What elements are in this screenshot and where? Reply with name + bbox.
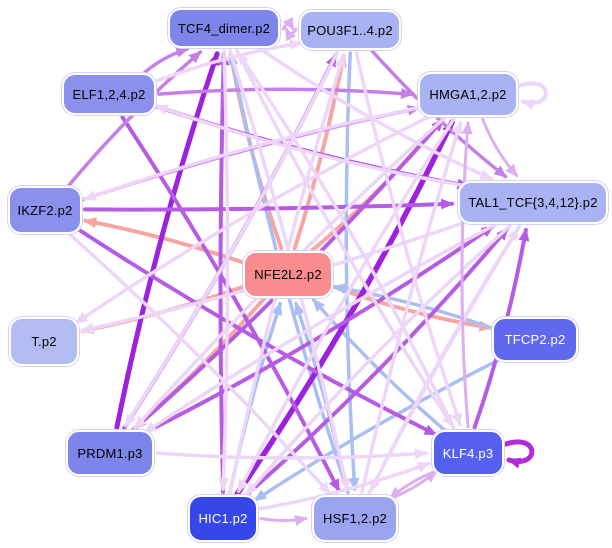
node-label: HSF1,2.p2 bbox=[323, 511, 387, 526]
edge-prdm-tcf4 bbox=[114, 51, 220, 430]
edge-ikzf-klf4 bbox=[73, 225, 438, 437]
edge-elf-hmga bbox=[157, 87, 414, 99]
node-hmga1-2[interactable]: HMGA1,2.p2 bbox=[418, 72, 518, 117]
edge-tal1-prdm bbox=[143, 222, 499, 435]
self-loop-hmga bbox=[518, 81, 548, 110]
edge-ikzf-tcf4 bbox=[65, 50, 203, 190]
node-label: T.p2 bbox=[31, 334, 57, 349]
edge-tfcp-nfe bbox=[332, 283, 496, 331]
edge-pou-prdm bbox=[123, 50, 340, 428]
edge-pou-klf4 bbox=[354, 51, 462, 427]
edge-tcf4-klf4 bbox=[235, 48, 455, 428]
edge-prdm-klf4 bbox=[155, 448, 428, 460]
edge-elf-tcf4 bbox=[139, 47, 190, 78]
node-label: HIC1.p2 bbox=[198, 511, 248, 526]
edge-hsf-hmga bbox=[360, 120, 463, 495]
node-label: PRDM1.p3 bbox=[77, 445, 143, 461]
node-label: HMGA1,2.p2 bbox=[429, 87, 507, 102]
node-pou3f1-4[interactable]: POU3F1..4.p2 bbox=[299, 10, 401, 50]
edge-ikzf-tal1 bbox=[83, 198, 455, 212]
edge-elf-pou bbox=[151, 39, 303, 85]
node-label: TCF4_dimer.p2 bbox=[177, 20, 271, 36]
node-tal1-tcf[interactable]: TAL1_TCF{3,4,12}.p2 bbox=[458, 181, 608, 224]
edge-hic1-hsf bbox=[259, 515, 308, 526]
edge-hmga-t bbox=[74, 112, 436, 325]
node-tfcp2[interactable]: TFCP2.p2 bbox=[492, 317, 578, 362]
edge-pou-hsf bbox=[344, 51, 360, 491]
node-ikzf2[interactable]: IKZF2.p2 bbox=[8, 186, 82, 234]
node-label: TFCP2.p2 bbox=[504, 332, 566, 347]
node-t[interactable]: T.p2 bbox=[9, 317, 79, 366]
node-klf4[interactable]: KLF4.p3 bbox=[432, 430, 504, 476]
node-label: POU3F1..4.p2 bbox=[307, 22, 393, 38]
node-tcf4-dimer[interactable]: TCF4_dimer.p2 bbox=[168, 8, 280, 48]
node-hic1[interactable]: HIC1.p2 bbox=[188, 495, 258, 542]
edge-pou-tcf4 bbox=[284, 27, 298, 42]
node-label: NFE2L2.p2 bbox=[254, 267, 322, 282]
node-prdm1[interactable]: PRDM1.p3 bbox=[66, 430, 154, 476]
node-label: ELF1,2,4.p2 bbox=[72, 86, 146, 102]
self-loop-klf4 bbox=[503, 439, 535, 469]
edge-hic1-hmga bbox=[234, 119, 455, 497]
edge-hmga-ikzf bbox=[83, 105, 424, 201]
node-elf1-2-4[interactable]: ELF1,2,4.p2 bbox=[62, 73, 156, 115]
edge-elf-hsf bbox=[120, 115, 341, 493]
edge-hic1-tal1 bbox=[242, 226, 510, 499]
node-hsf1-2[interactable]: HSF1,2.p2 bbox=[312, 495, 398, 542]
edge-hsf-tal1 bbox=[367, 227, 520, 496]
edge-hmga-hic1 bbox=[236, 117, 456, 494]
node-label: IKZF2.p2 bbox=[17, 202, 73, 218]
edge-klf4-hmga bbox=[460, 121, 473, 429]
node-label: KLF4.p3 bbox=[442, 445, 494, 461]
edge-hmga-tal1 bbox=[481, 117, 519, 178]
edge-tcf4-hic1 bbox=[218, 49, 230, 491]
edge-tcf4-pou bbox=[281, 16, 295, 31]
edge-hic1-klf4 bbox=[256, 461, 431, 511]
node-nfe2l2[interactable]: NFE2L2.p2 bbox=[243, 251, 333, 298]
edge-klf4-hsf bbox=[388, 468, 441, 500]
edge-klf4-tcf4 bbox=[236, 51, 456, 431]
node-label: TAL1_TCF{3,4,12}.p2 bbox=[468, 195, 598, 210]
